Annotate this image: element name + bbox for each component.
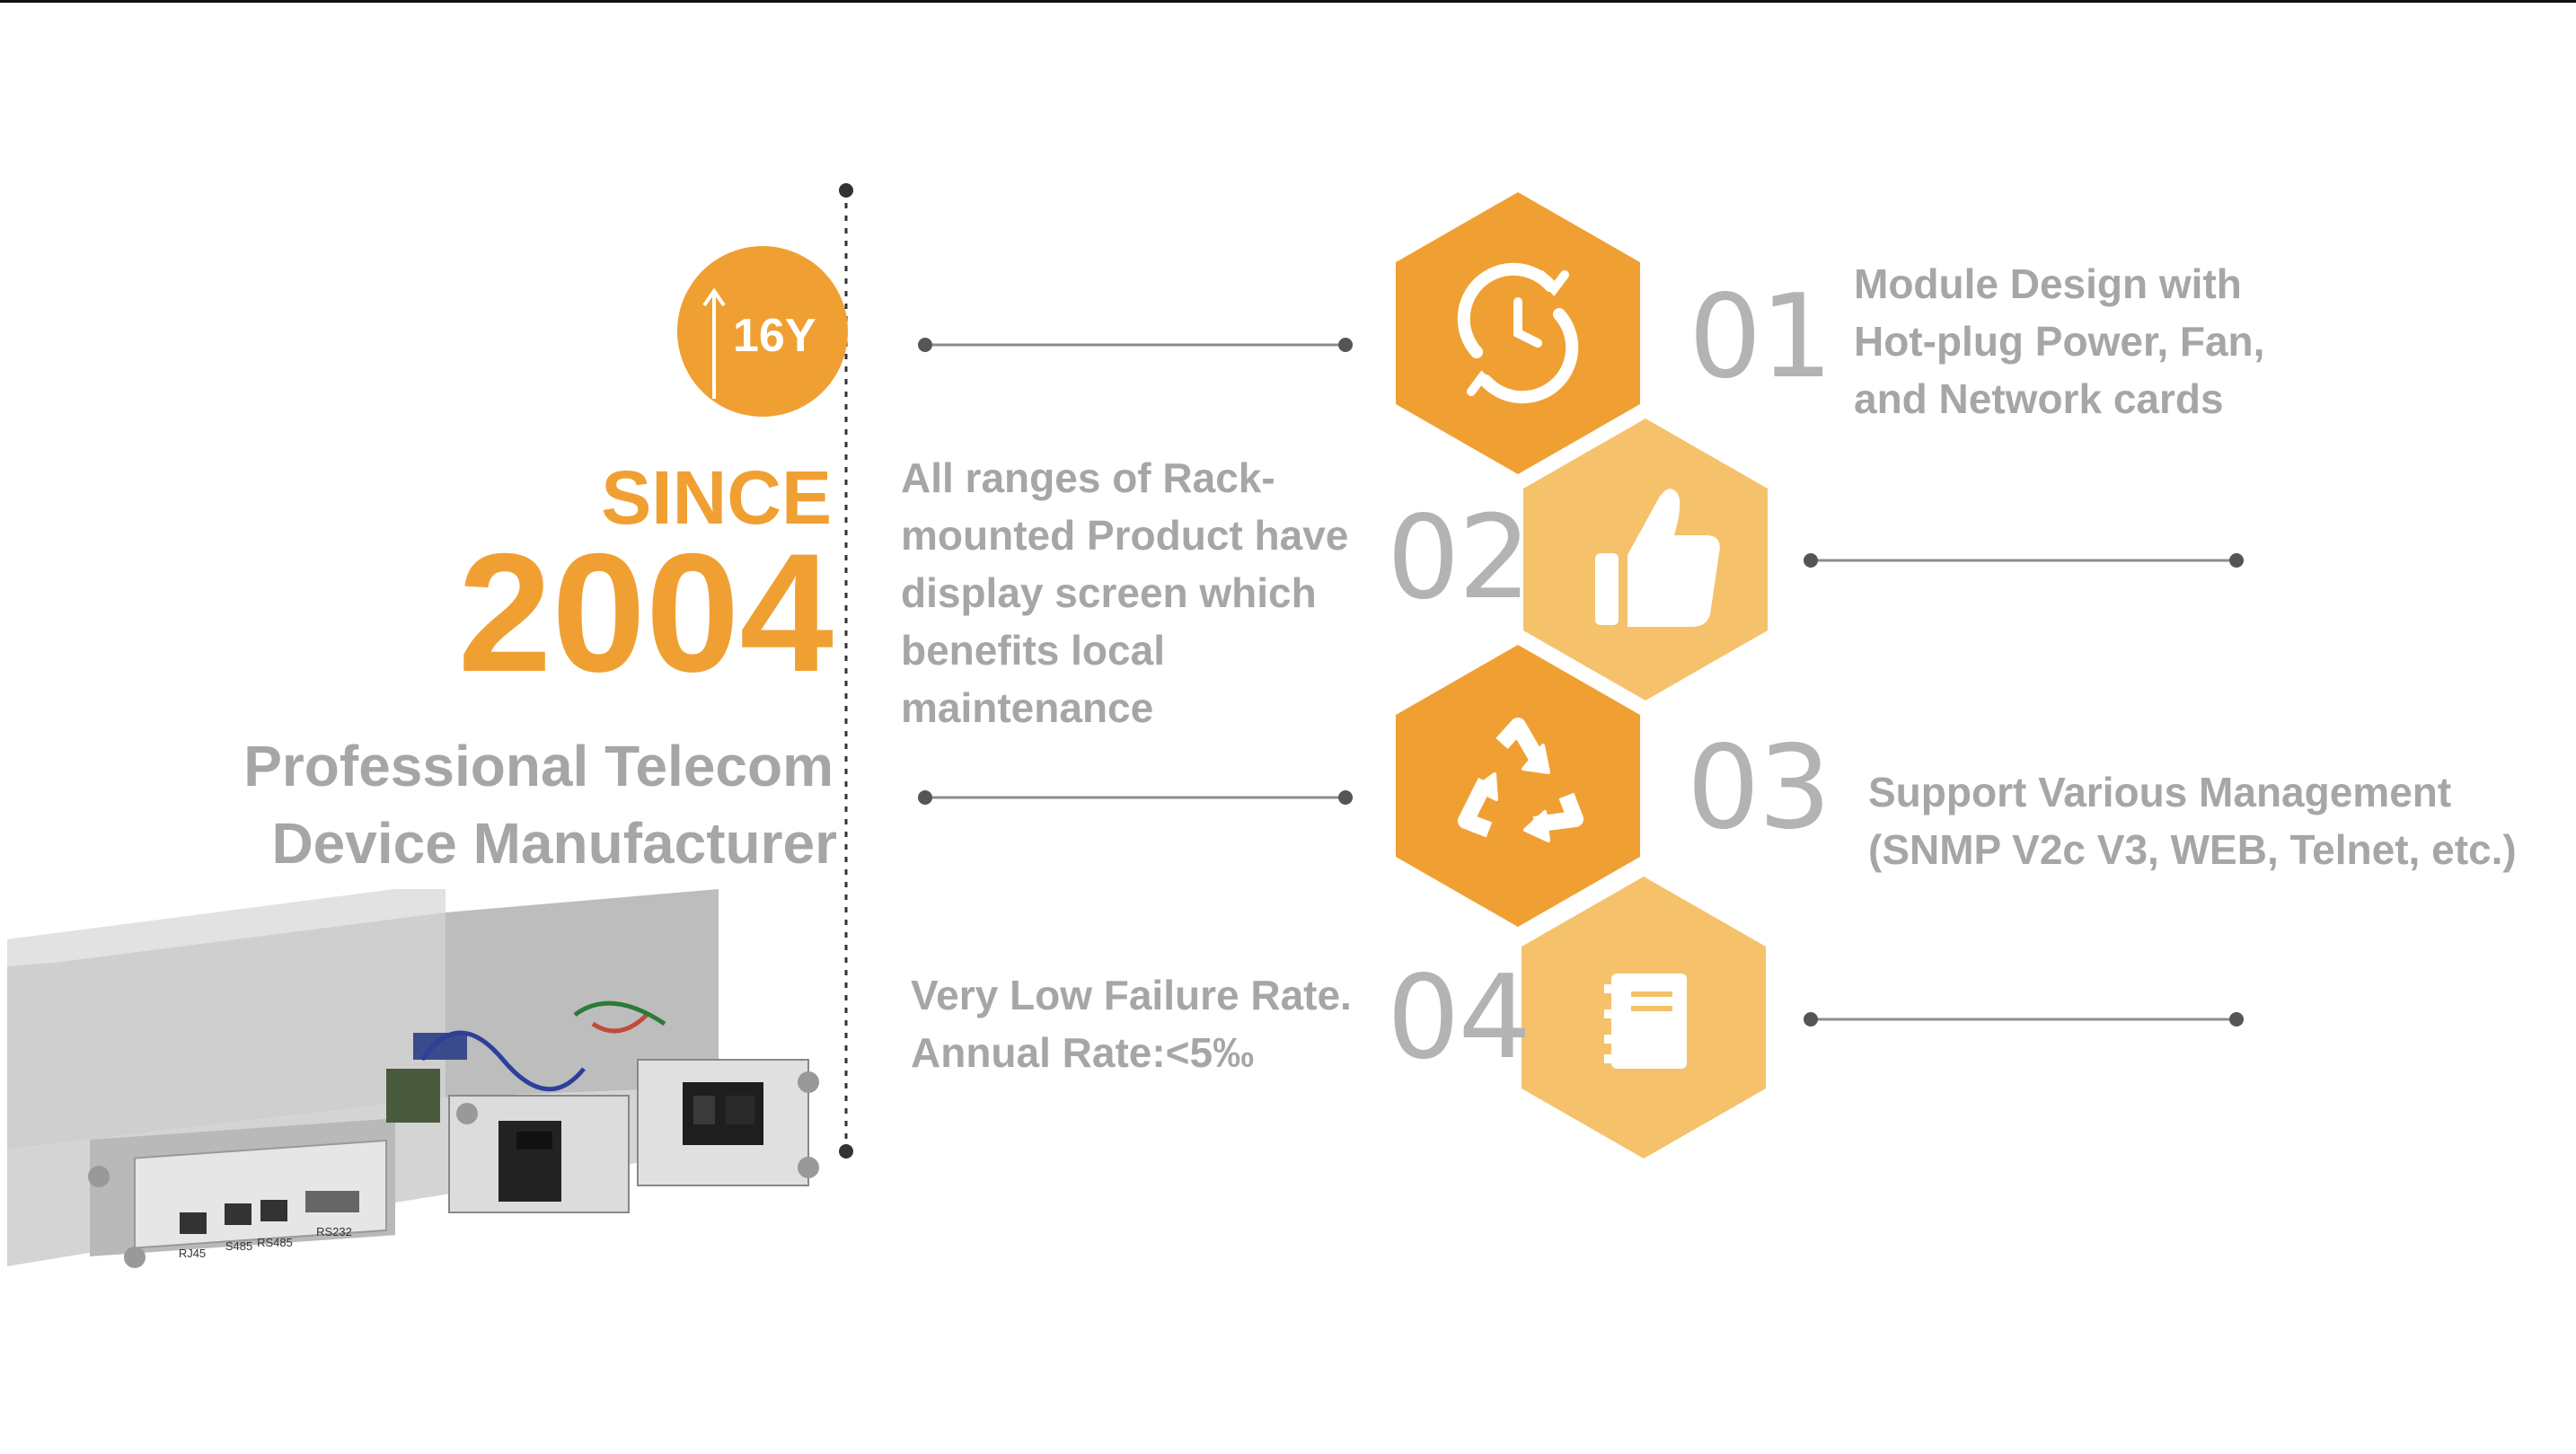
feature-desc-02-line: mounted Product have	[901, 512, 1349, 559]
rack-device-image: RJ45 S485 RS485 RS232	[7, 889, 819, 1268]
refresh-clock-icon	[1457, 262, 1579, 404]
since-label: SINCE	[601, 455, 832, 540]
feature-desc-03-line: Support Various Management	[1868, 769, 2452, 815]
tagline-line-2: Device Manufacturer	[271, 811, 837, 876]
feature-desc-04-line: Very Low Failure Rate.	[911, 972, 1352, 1018]
port-label-s485: S485	[225, 1239, 252, 1253]
arrow-up-icon	[702, 287, 726, 399]
top-border	[0, 0, 2576, 3]
feature-hexagon-01	[1396, 192, 1640, 474]
years-badge: 16Y	[677, 246, 848, 417]
feature-desc-01-line: Hot-plug Power, Fan,	[1854, 318, 2265, 365]
connector-line-01	[918, 338, 1353, 352]
tagline-line-1: Professional Telecom	[243, 734, 834, 798]
feature-desc-01-line: and Network cards	[1854, 375, 2224, 422]
connector-line-04	[1804, 1012, 2244, 1027]
recycle-icon	[1458, 718, 1584, 842]
feature-desc-02-line: display screen which	[901, 569, 1317, 616]
feature-hexagon-04	[1522, 877, 1766, 1159]
feature-number-02: 02	[1387, 491, 1531, 625]
feature-desc-02-line: All ranges of Rack-	[901, 454, 1275, 501]
since-year: 2004	[457, 518, 834, 707]
feature-number-03: 03	[1687, 721, 1831, 855]
notebook-icon	[1604, 974, 1687, 1069]
feature-hexagon-03	[1396, 645, 1640, 927]
years-badge-text: 16Y	[733, 310, 816, 362]
connector-line-03	[918, 790, 1353, 805]
port-label-rj45: RJ45	[179, 1247, 206, 1260]
feature-desc-04: Very Low Failure Rate. Annual Rate:<5‰	[911, 966, 1352, 1081]
feature-desc-03-line: (SNMP V2c V3, WEB, Telnet, etc.)	[1868, 826, 2517, 873]
feature-desc-01: Module Design with Hot-plug Power, Fan, …	[1854, 255, 2264, 427]
feature-desc-02: All ranges of Rack- mounted Product have…	[901, 449, 1348, 736]
port-label-rs232: RS232	[316, 1225, 352, 1238]
thumbs-up-icon	[1595, 489, 1720, 627]
timeline-divider	[839, 183, 853, 1159]
feature-desc-02-line: benefits local	[901, 627, 1165, 674]
connector-line-02	[1804, 553, 2244, 568]
feature-number-04: 04	[1387, 951, 1531, 1085]
feature-number-01: 01	[1689, 270, 1833, 404]
feature-desc-04-line: Annual Rate:<5‰	[911, 1029, 1255, 1076]
port-label-rs485: RS485	[257, 1236, 293, 1249]
feature-desc-01-line: Module Design with	[1854, 260, 2242, 307]
feature-desc-02-line: maintenance	[901, 684, 1154, 731]
feature-hexagon-02	[1523, 419, 1768, 701]
feature-desc-03: Support Various Management (SNMP V2c V3,…	[1868, 763, 2517, 878]
